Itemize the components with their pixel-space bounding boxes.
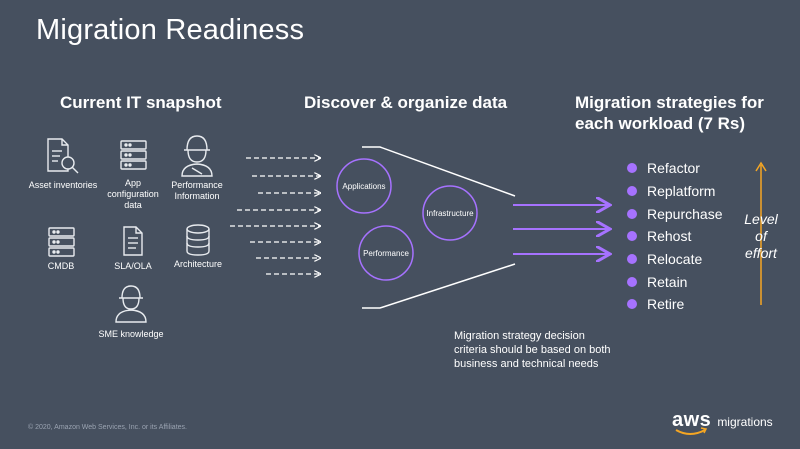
performance-circle (358, 225, 414, 281)
strategies-heading-line2: each workload (7 Rs) (575, 114, 746, 133)
source-label-line: Performance (171, 180, 223, 190)
strategy-label: Replatform (647, 183, 716, 200)
source-label-line: Information (174, 191, 220, 201)
infrastructure-circle (422, 185, 478, 241)
strategy-item: Refactor (627, 157, 723, 180)
strategy-label: Refactor (647, 160, 700, 177)
source-label-sme-knowledge: SME knowledge (98, 329, 164, 339)
source-label-app-config: App configuration data (100, 178, 166, 211)
decision-criteria-note: Migration strategy decision criteria sho… (454, 329, 611, 371)
circle-label-performance: Performance (363, 249, 409, 258)
aws-migrations-logo: aws migrations (672, 409, 773, 432)
person-icon (115, 285, 147, 323)
effort-line: effort (745, 245, 777, 261)
strategy-item: Replatform (627, 180, 723, 203)
effort-arrowhead (755, 161, 767, 172)
bullet-dot (627, 163, 637, 174)
circle-label-infrastructure: Infrastructure (426, 209, 474, 218)
source-label-line: configuration (107, 189, 159, 199)
page-title: Migration Readiness (36, 14, 305, 46)
strategy-item: Repurchase (627, 202, 723, 225)
effort-line: of (755, 228, 767, 244)
strategy-item: Retire (627, 293, 723, 316)
bullet-dot (627, 299, 637, 310)
funnel-top-line (362, 146, 516, 197)
bullet-dot (627, 186, 637, 197)
database-icon (186, 224, 210, 256)
document-icon (123, 226, 143, 256)
server-icon (48, 227, 75, 257)
source-label-cmdb: CMDB (47, 261, 75, 271)
copyright-footer: © 2020, Amazon Web Services, Inc. or its… (28, 424, 187, 431)
note-line: criteria should be based on both (454, 344, 611, 356)
bullet-dot (627, 276, 637, 287)
snapshot-heading: Current IT snapshot (60, 93, 222, 112)
strategy-label: Rehost (647, 228, 692, 245)
source-label-performance-info: Performance Information (160, 180, 234, 202)
bullet-dot (627, 208, 637, 219)
bullet-dot (627, 231, 637, 242)
strategy-item: Relocate (627, 248, 723, 271)
source-label-architecture: Architecture (173, 259, 223, 269)
discover-heading: Discover & organize data (304, 93, 508, 112)
aws-smile-icon (675, 429, 706, 435)
level-of-effort-label: Level of effort (734, 211, 788, 262)
funnel-bottom-line (362, 263, 516, 309)
strategy-item: Rehost (627, 225, 723, 248)
strategies-heading-line1: Migration strategies for (575, 93, 764, 112)
server-icon (120, 140, 147, 170)
strategies-list: Refactor Replatform Repurchase Rehost Re… (627, 157, 723, 316)
note-line: Migration strategy decision (454, 330, 585, 342)
migrations-logo-text: migrations (717, 415, 773, 429)
effort-line: Level (744, 211, 778, 227)
note-line: business and technical needs (454, 358, 599, 370)
source-label-line: data (124, 200, 142, 210)
circle-label-applications: Applications (342, 182, 386, 191)
strategy-item: Retain (627, 270, 723, 293)
strategy-label: Retire (647, 296, 685, 313)
source-label-sla-ola: SLA/OLA (114, 261, 152, 271)
worker-icon (181, 135, 213, 177)
source-label-asset-inventories: Asset inventories (28, 180, 98, 190)
strategies-heading: Migration strategies for each workload (… (575, 92, 764, 134)
strategy-label: Repurchase (647, 205, 723, 222)
strategy-label: Retain (647, 273, 688, 290)
applications-circle (336, 158, 392, 214)
strategy-label: Relocate (647, 251, 703, 268)
aws-logo-text: aws (672, 409, 712, 431)
document-search-icon (47, 138, 79, 174)
bullet-dot (627, 254, 637, 265)
source-label-line: App (124, 178, 141, 188)
